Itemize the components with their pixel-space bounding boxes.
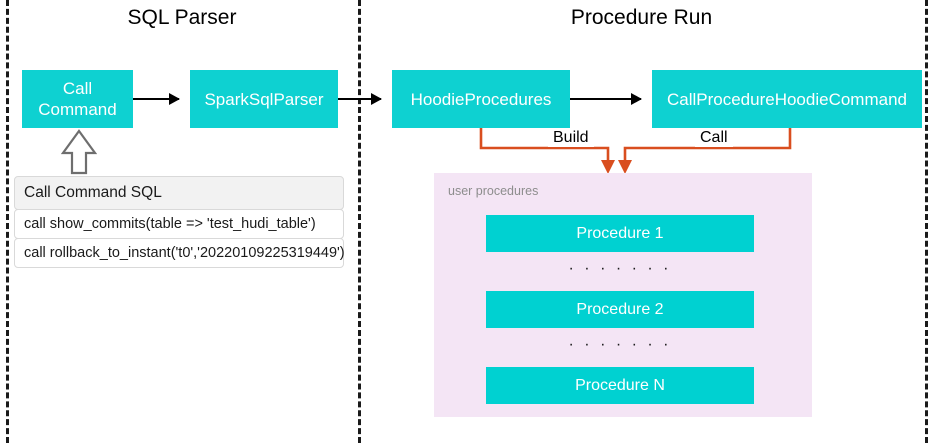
node-procedure-n[interactable]: Procedure N [486, 367, 754, 404]
right-arrow-icon-parser-to-hoodie-procedures [338, 93, 382, 105]
node-spark-sql-parser[interactable]: SparkSqlParser [190, 70, 338, 128]
procedure-list-separator: · · · · · · · [568, 336, 672, 353]
down-arrow-icon-build [601, 160, 615, 174]
section-title-procedure-run: Procedure Run [570, 6, 713, 29]
section-title-sql-parser: SQL Parser [127, 6, 237, 29]
user-procedures-label: user procedures [448, 184, 539, 198]
down-arrow-icon-call [618, 160, 632, 174]
node-procedure-2[interactable]: Procedure 2 [486, 291, 754, 328]
right-arrow-icon-hoodie-procedures-to-command [570, 93, 642, 105]
connector-label-build: Build [548, 129, 594, 147]
swimlane-divider-middle [358, 0, 361, 443]
right-arrow-icon-call-command-to-parser [133, 93, 180, 105]
node-call-command-line2: Command [38, 100, 117, 119]
procedure-list-separator: · · · · · · · [568, 260, 672, 277]
node-hoodie-procedures[interactable]: HoodieProcedures [392, 70, 570, 128]
user-procedures-panel: user procedures Procedure 1 · · · · · · … [434, 173, 812, 417]
sql-table-row: call rollback_to_instant('t0','202201092… [14, 238, 345, 268]
swimlane-divider-left [6, 0, 9, 443]
sql-table-header: Call Command SQL [14, 176, 344, 210]
node-call-command-line1: Call [62, 79, 93, 98]
call-command-sql-table: Call Command SQL call show_commits(table… [14, 176, 345, 268]
connector-label-call: Call [695, 129, 733, 147]
node-procedure-1[interactable]: Procedure 1 [486, 215, 754, 252]
sql-table-row: call show_commits(table => 'test_hudi_ta… [14, 209, 344, 239]
node-call-command[interactable]: Call Command [22, 70, 133, 128]
swimlane-divider-right [925, 0, 928, 443]
up-block-arrow-icon [61, 129, 97, 175]
node-call-procedure-hoodie-command[interactable]: CallProcedureHoodieCommand [652, 70, 922, 128]
